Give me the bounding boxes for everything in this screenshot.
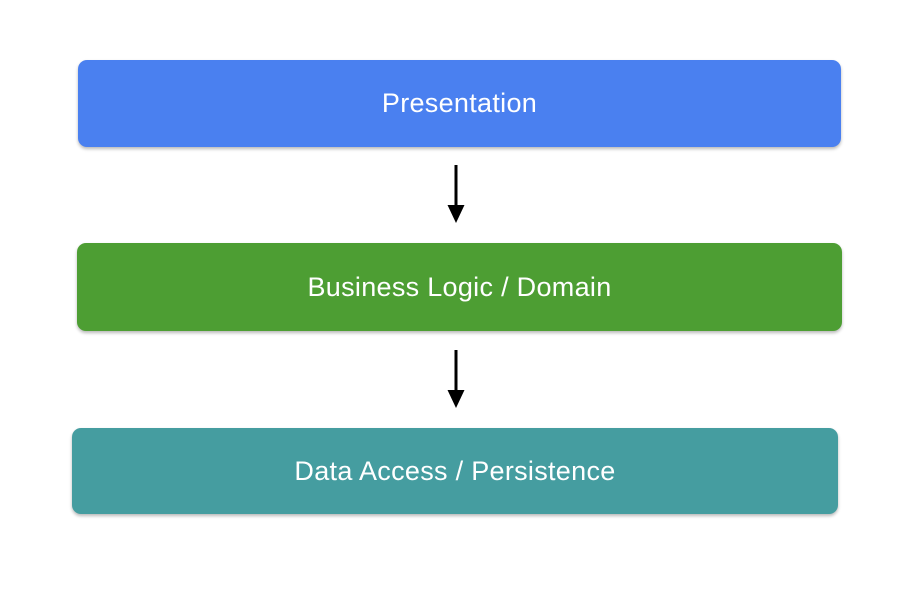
layer-label-presentation: Presentation (381, 88, 538, 118)
layer-box-business-logic: Business Logic / Domain (77, 243, 842, 331)
layer-box-data-access: Data Access / Persistence (72, 428, 838, 514)
layer-label-business-logic: Business Logic / Domain (307, 271, 612, 302)
layer-label-data-access: Data Access / Persistence (294, 455, 616, 486)
arrow-down-icon (444, 348, 468, 410)
layer-box-presentation: Presentation (78, 60, 841, 147)
arrow-down-icon (444, 163, 468, 225)
